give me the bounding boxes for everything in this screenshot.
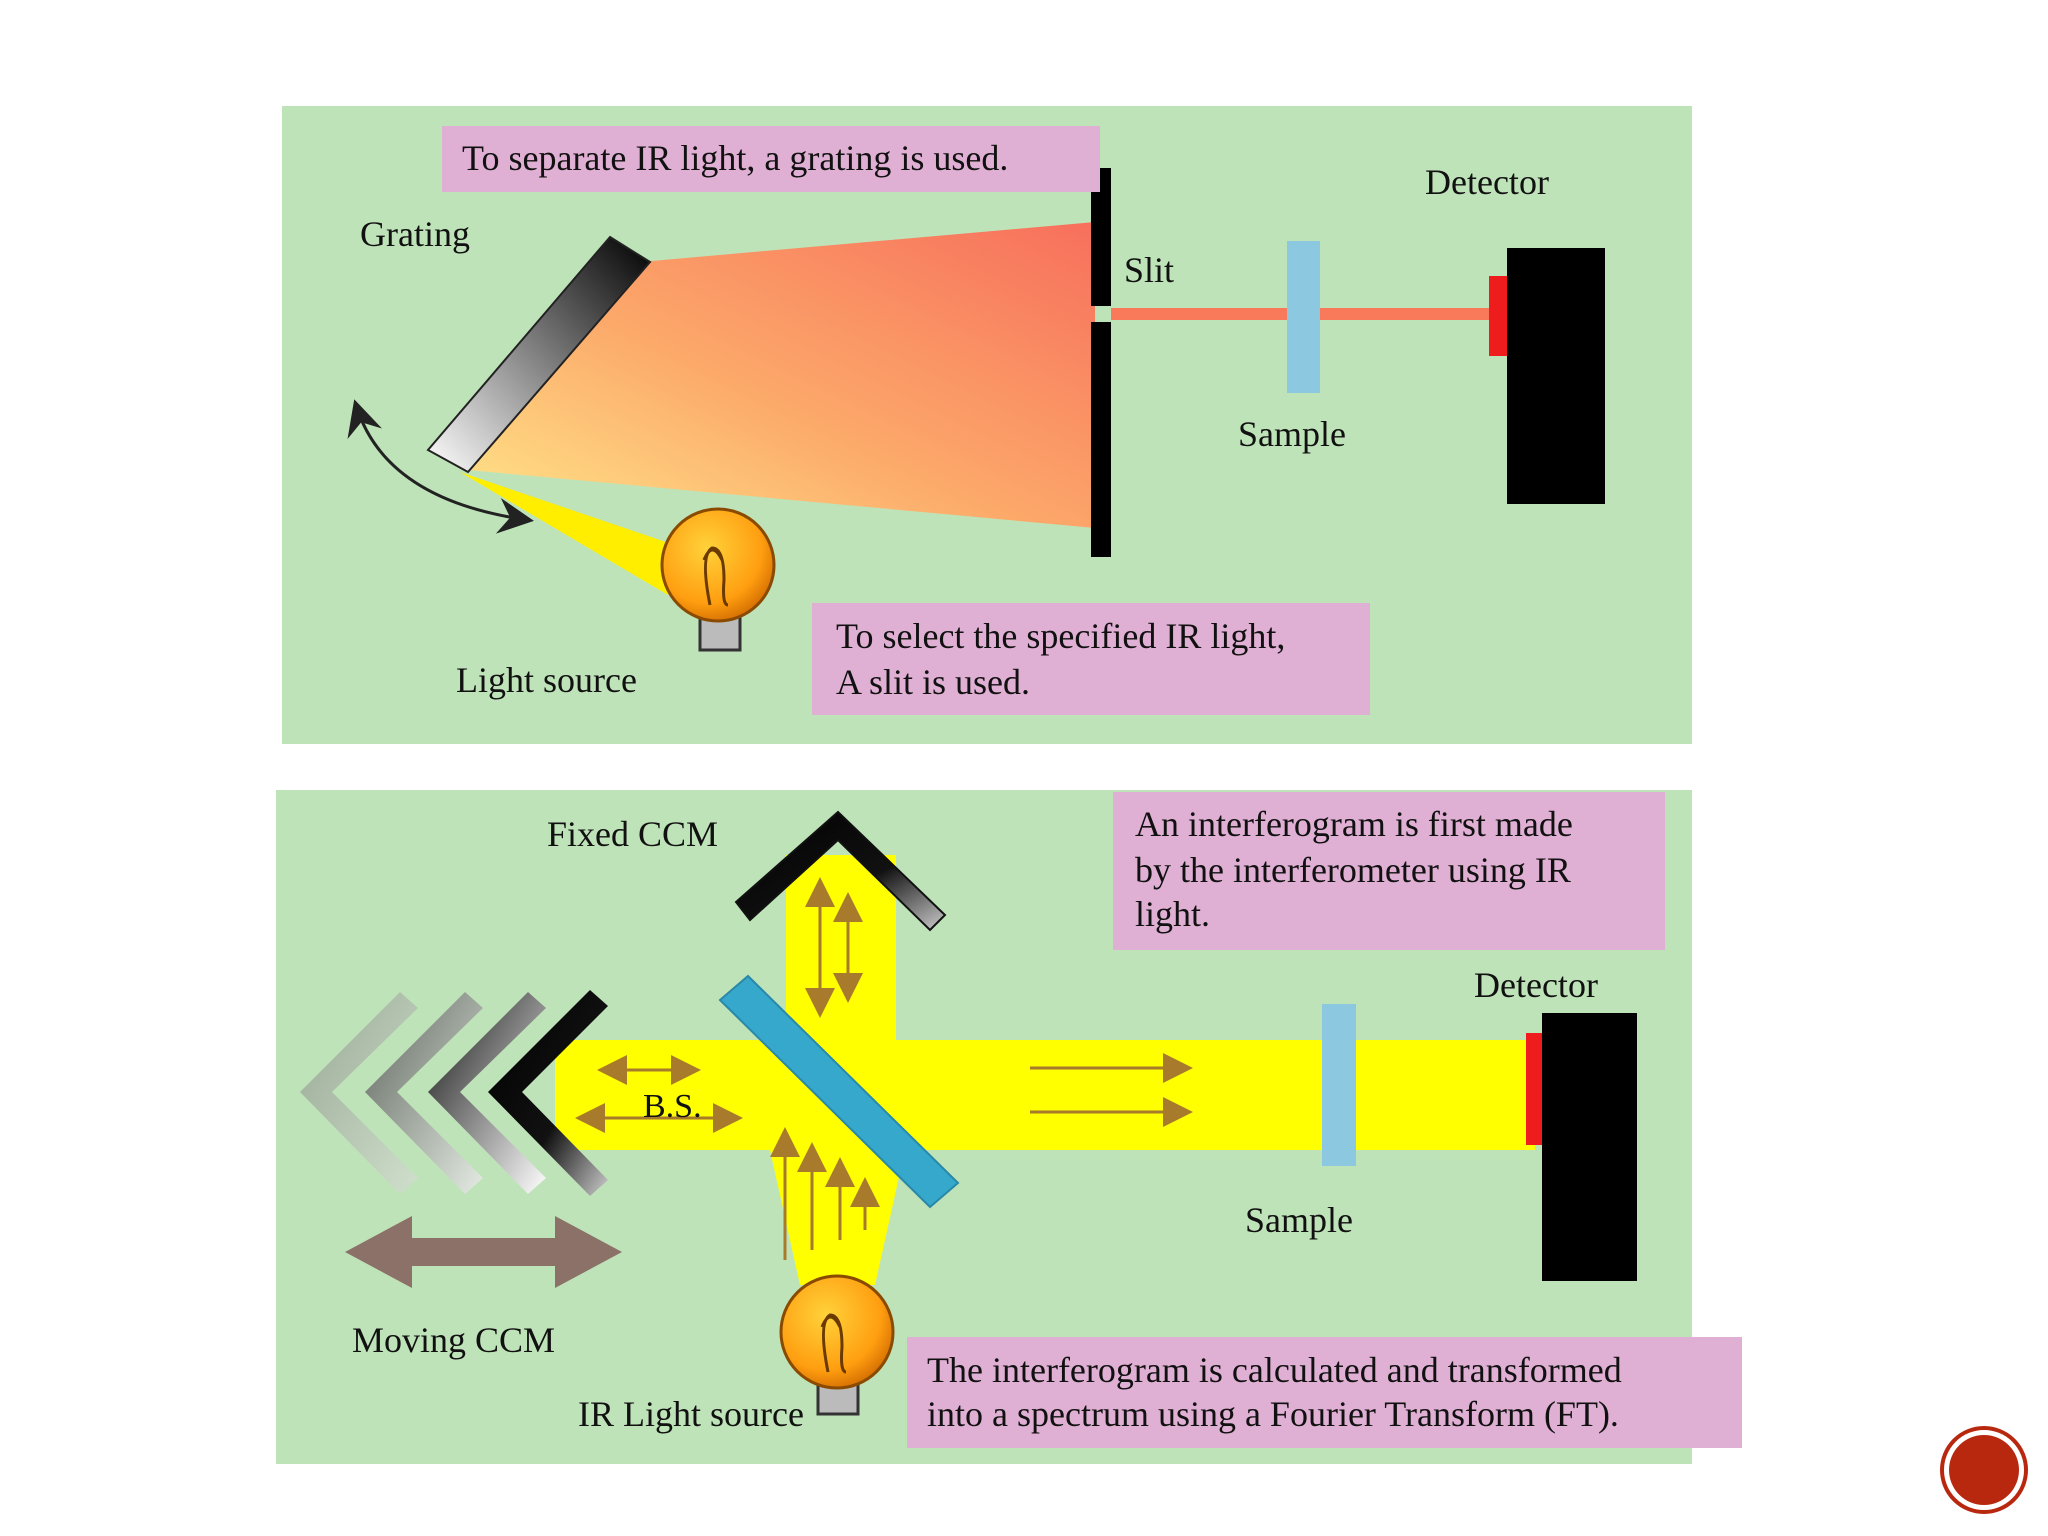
fixed-ccm-mirror: [734, 810, 947, 932]
ft-callout-line-2: into a spectrum using a Fourier Transfor…: [927, 1394, 1619, 1434]
sample-label: Sample: [1245, 1200, 1353, 1240]
ft-callout-box: [907, 1337, 1742, 1448]
beam-splitter-label: B.S.: [643, 1088, 702, 1125]
rotation-arrow-icon: [347, 399, 534, 534]
ft-callout-line-1: The interferogram is calculated and tran…: [927, 1350, 1622, 1390]
sample-cell: [1322, 1004, 1356, 1166]
slit: [1091, 168, 1111, 306]
detector-window: [1489, 276, 1507, 356]
ir-light-bulb-icon: [779, 1274, 895, 1416]
slit-lower: [1091, 322, 1111, 557]
detector-label: Detector: [1425, 162, 1549, 202]
beam-splitter: [718, 974, 960, 1209]
interferogram-callout-box: [1113, 792, 1665, 950]
light-bulb-icon: [660, 507, 776, 652]
detector-window: [1526, 1033, 1542, 1145]
vertical-beam-upper: [786, 855, 896, 1050]
interferogram-callout-line-1: An interferogram is first made: [1135, 804, 1573, 844]
grating-spectrometer-panel: To separate IR light, a grating is used.…: [282, 106, 1692, 744]
grating-callout-text: To separate IR light, a grating is used.: [462, 138, 1008, 178]
ir-light-source-label: IR Light source: [578, 1394, 804, 1434]
moving-ccm-label: Moving CCM: [352, 1320, 555, 1360]
circle-nav-icon[interactable]: [1940, 1426, 2028, 1514]
detector-label: Detector: [1474, 965, 1598, 1005]
interferogram-callout-line-2: by the interferometer using IR: [1135, 850, 1571, 890]
slit-callout-line-2: A slit is used.: [836, 662, 1030, 702]
grating-label: Grating: [360, 214, 470, 254]
detector-block: [1507, 248, 1605, 504]
grating-callout-box: [442, 126, 1100, 192]
fixed-ccm-label: Fixed CCM: [547, 814, 718, 854]
sample-cell: [1287, 241, 1320, 393]
slit-callout-line-1: To select the specified IR light,: [836, 616, 1285, 656]
sample-label: Sample: [1238, 414, 1346, 454]
horizontal-beam-right: [855, 1040, 1535, 1150]
ftir-interferometer-panel: An interferogram is first made by the in…: [276, 790, 1742, 1464]
slit-callout-box: [812, 603, 1370, 715]
light-source-label: Light source: [456, 660, 637, 700]
interferogram-callout-line-3: light.: [1135, 894, 1210, 934]
moving-direction-arrow: [345, 1216, 622, 1288]
detector-block: [1542, 1013, 1637, 1281]
dispersed-light-fan: [468, 222, 1095, 528]
beam-direction-arrows: [575, 877, 1193, 1260]
slit-label: Slit: [1124, 250, 1174, 290]
moving-ccm-mirror: [300, 990, 608, 1196]
